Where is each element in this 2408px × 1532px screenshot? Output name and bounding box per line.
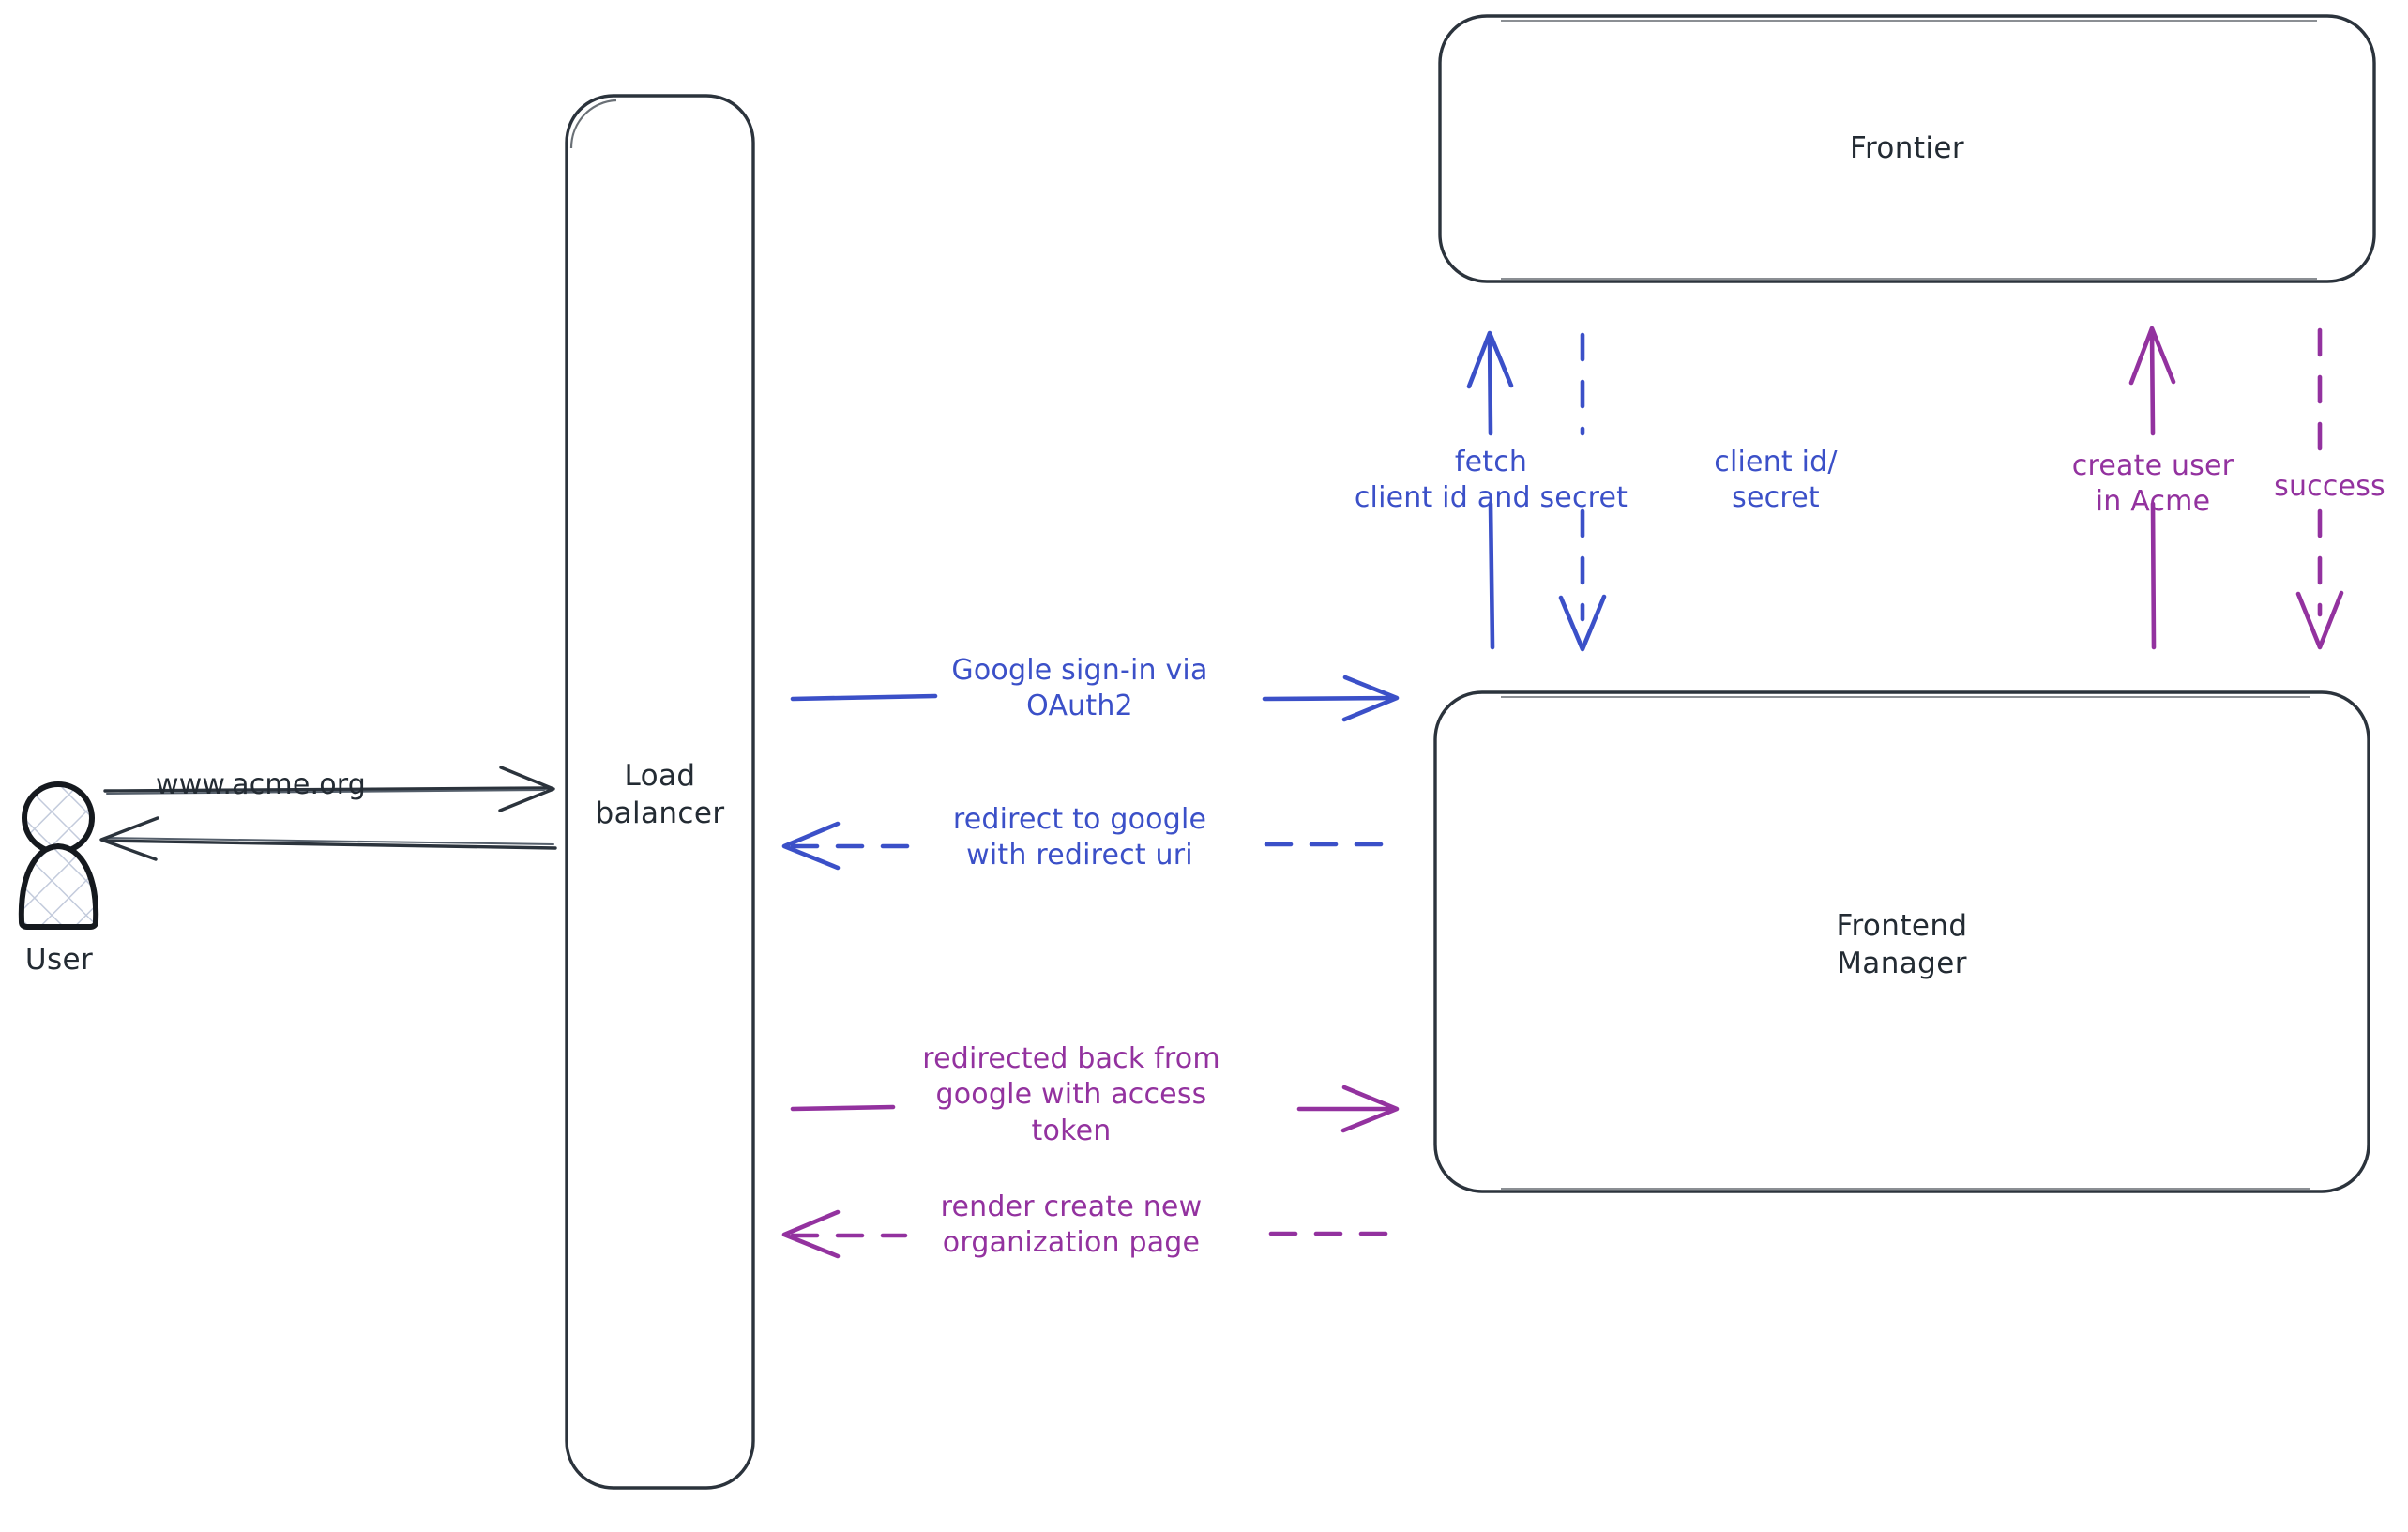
edge-redirected-back [790,1085,1400,1133]
edge-lb-to-user [99,816,557,861]
edge-google-signin [790,675,1400,722]
node-load-balancer-shape[interactable] [565,94,755,1490]
edge-redirect-to-google [781,821,1398,871]
node-frontier-shape[interactable] [1438,14,2376,283]
edge-client-id-secret [1558,332,1607,652]
edge-create-user-acme [2128,326,2176,650]
edge-user-to-lb [103,766,555,812]
node-frontend-manager-shape[interactable] [1433,690,2370,1193]
edge-render-create-org [781,1209,1398,1259]
edge-success [2295,327,2344,650]
user-person-icon [18,781,99,930]
edge-fetch-client-id [1466,330,1514,650]
